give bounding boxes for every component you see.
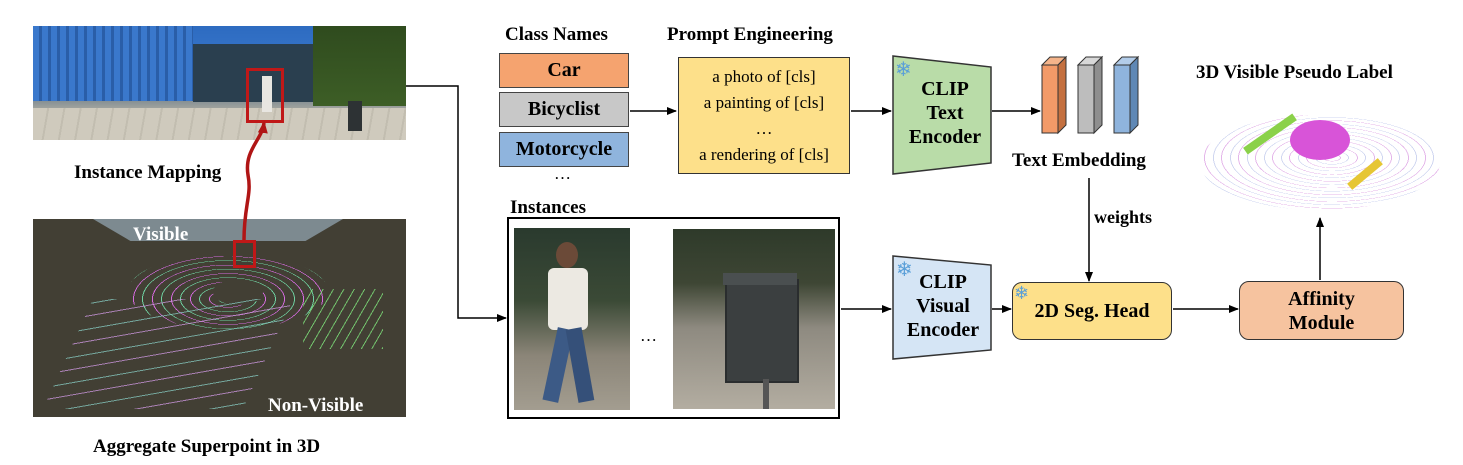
aggregate-label: Aggregate Superpoint in 3D <box>93 436 321 457</box>
affinity-module-box: Affinity Module <box>1239 281 1404 340</box>
instance-pedestrian-image <box>514 228 630 410</box>
visible-region-box <box>233 240 256 268</box>
prompt-line-1: a photo of [cls] <box>712 66 816 86</box>
text-embedding-label: Text Embedding <box>1012 150 1146 171</box>
instances-ellipsis: … <box>640 326 657 345</box>
image-to-instances-line <box>406 85 507 322</box>
instance-mapping-label: Instance Mapping <box>74 162 222 183</box>
clip-text-encoder-shape <box>892 55 992 175</box>
seg-head-label: 2D Seg. Head <box>1034 299 1150 322</box>
prompt-line-2: a painting of [cls] <box>703 92 825 112</box>
seg-head-freeze-icon: ❄ <box>1014 283 1030 303</box>
embedding-bar-3 <box>1112 55 1140 135</box>
point-cloud-image <box>33 219 406 417</box>
class-item-motorcycle: Motorcycle <box>499 132 629 167</box>
instance-mapping-arrow <box>242 121 268 241</box>
instance-bin-image <box>673 229 835 409</box>
prompt-engineering-title: Prompt Engineering <box>667 24 833 45</box>
class-more-ellipsis: … <box>554 164 571 183</box>
clip-visual-encoder-shape <box>892 255 992 360</box>
non-visible-label: Non-Visible <box>268 395 364 416</box>
prompt-line-3: … <box>755 118 773 138</box>
class-item-bicyclist: Bicyclist <box>499 92 629 127</box>
prompt-box: a photo of [cls] a painting of [cls] … a… <box>678 57 850 174</box>
seg-head-box: 2D Seg. Head <box>1012 282 1172 340</box>
camera-image <box>33 26 406 140</box>
weights-label: weights <box>1094 207 1152 227</box>
clip-visual-encoder-label: CLIP Visual Encoder <box>906 271 980 341</box>
instances-frame <box>507 217 840 419</box>
class-names-title: Class Names <box>505 24 608 45</box>
instances-title: Instances <box>510 197 587 218</box>
class-item-car: Car <box>499 53 629 88</box>
text-encoder-freeze-icon: ❄ <box>895 59 912 81</box>
pseudo-label-point-cloud <box>1180 85 1450 215</box>
embedding-bar-1 <box>1040 55 1068 135</box>
clip-text-encoder-label: CLIP Text Encoder <box>908 78 982 148</box>
visible-label: Visible <box>133 224 189 245</box>
visual-encoder-freeze-icon: ❄ <box>896 259 913 281</box>
prompt-line-4: a rendering of [cls] <box>699 144 829 164</box>
embedding-bar-2 <box>1076 55 1104 135</box>
pseudo-label-title: 3D Visible Pseudo Label <box>1196 62 1393 83</box>
text-embedding-bars <box>1040 55 1140 135</box>
